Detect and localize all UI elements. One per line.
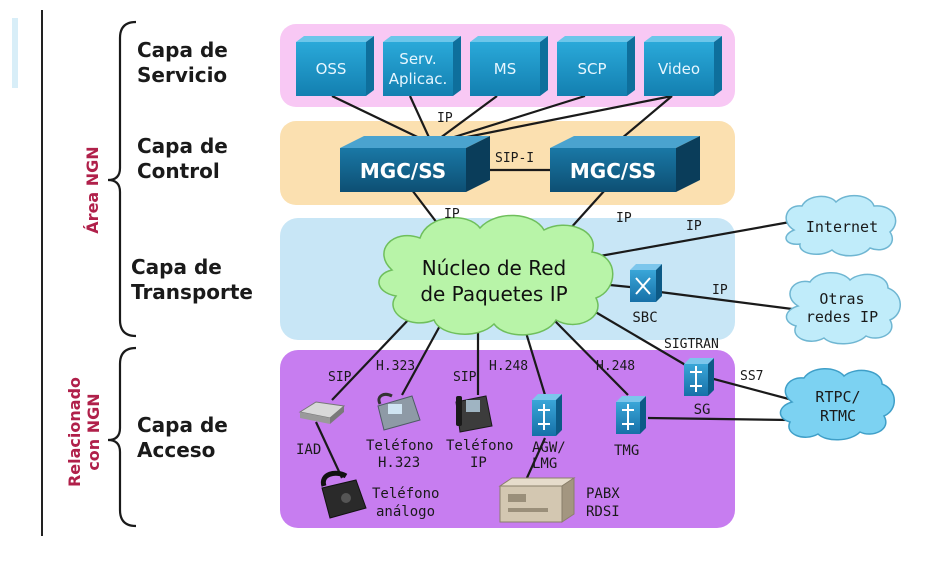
svg-text:SCP: SCP: [577, 60, 606, 78]
svg-text:Relacionado: Relacionado: [65, 377, 84, 487]
protocol-label-ip-control-right: IP: [616, 211, 632, 226]
tmg-gateway-icon[interactable]: TMG: [614, 396, 646, 459]
svg-text:Serv.: Serv.: [399, 50, 436, 68]
ngn-area-brace: [107, 20, 137, 338]
layer-label-access: Capa de Acceso: [137, 413, 228, 462]
svg-text:MS: MS: [494, 60, 516, 78]
service-box-ms[interactable]: MS: [470, 36, 548, 96]
svg-text:LMG: LMG: [532, 456, 557, 472]
access-layer-band: [280, 350, 735, 528]
svg-text:Núcleo de Red: Núcleo de Red: [422, 256, 566, 280]
svg-text:Servicio: Servicio: [137, 63, 227, 87]
svg-text:Capa de: Capa de: [131, 255, 222, 279]
svg-text:Teléfono: Teléfono: [446, 438, 513, 454]
pstn-plmn-cloud: RTPC/ RTMC: [779, 368, 895, 441]
svg-text:Teléfono: Teléfono: [372, 486, 439, 502]
mgc-softswitch-right[interactable]: MGC/SS: [550, 136, 700, 192]
protocol-label-sip-i: SIP-I: [495, 151, 534, 166]
ip-phone-icon[interactable]: Teléfono IP: [446, 395, 513, 471]
svg-text:Control: Control: [137, 159, 220, 183]
svg-text:TMG: TMG: [614, 443, 639, 459]
protocol-label-sigtran: SIGTRAN: [664, 337, 719, 352]
agw-gateway-icon[interactable]: AGW/ LMG: [532, 394, 566, 472]
protocol-label-sip-iad: SIP: [328, 370, 352, 385]
svg-text:SBC: SBC: [632, 310, 657, 326]
svg-text:OSS: OSS: [316, 60, 347, 78]
protocol-label-sip-ip-phone: SIP: [453, 370, 477, 385]
svg-text:IP: IP: [470, 455, 487, 471]
svg-text:RTPC/: RTPC/: [815, 388, 860, 406]
iad-device-icon[interactable]: IAD: [296, 401, 346, 458]
protocol-label-h323: H.323: [376, 359, 415, 374]
svg-text:con NGN: con NGN: [84, 393, 103, 470]
h323-phone-icon[interactable]: Teléfono H.323: [366, 392, 433, 471]
service-box-app-servers[interactable]: Serv. Aplicac.: [383, 36, 461, 96]
protocol-label-ip-service: IP: [437, 111, 453, 126]
svg-text:Internet: Internet: [806, 218, 878, 236]
ngn-related-brace: [107, 346, 137, 528]
svg-text:Capa de: Capa de: [137, 134, 228, 158]
service-box-scp[interactable]: SCP: [557, 36, 635, 96]
svg-text:RTMC: RTMC: [820, 407, 856, 425]
svg-text:análogo: análogo: [376, 504, 435, 520]
protocol-label-ip-control-left: IP: [444, 207, 460, 222]
protocol-label-ss7: SS7: [740, 369, 763, 384]
svg-text:Aplicac.: Aplicac.: [389, 70, 448, 88]
svg-text:RDSI: RDSI: [586, 504, 620, 520]
svg-text:Área NGN: Área NGN: [83, 146, 102, 233]
svg-text:Teléfono: Teléfono: [366, 438, 433, 454]
svg-text:PABX: PABX: [586, 486, 620, 502]
service-box-oss[interactable]: OSS: [296, 36, 374, 96]
svg-text:MGC/SS: MGC/SS: [570, 159, 656, 183]
svg-text:Acceso: Acceso: [137, 438, 215, 462]
side-label-ngn-area: Área NGN: [83, 146, 102, 233]
side-label-ngn-related: Relacionado con NGN: [65, 377, 103, 487]
pabx-isdn-icon[interactable]: PABX RDSI: [498, 477, 620, 523]
sbc-router-icon[interactable]: SBC: [630, 264, 662, 326]
svg-text:MGC/SS: MGC/SS: [360, 159, 446, 183]
left-edge-accent: [12, 18, 18, 88]
svg-text:Capa de: Capa de: [137, 413, 228, 437]
svg-text:H.323: H.323: [378, 455, 420, 471]
internet-cloud: Internet: [785, 194, 897, 257]
mgc-softswitch-left[interactable]: MGC/SS: [340, 136, 490, 192]
sg-signaling-gateway-icon[interactable]: SG: [684, 358, 714, 418]
layer-label-transport: Capa de Transporte: [131, 255, 253, 304]
svg-text:de Paquetes IP: de Paquetes IP: [420, 282, 567, 306]
protocol-label-h248-agw: H.248: [489, 359, 528, 374]
protocol-label-h248-tmg: H.248: [596, 359, 635, 374]
svg-text:Video: Video: [658, 60, 700, 78]
svg-text:Transporte: Transporte: [131, 280, 253, 304]
layer-label-control: Capa de Control: [137, 134, 228, 183]
analog-phone-icon[interactable]: Teléfono análogo: [320, 470, 439, 520]
layer-label-service: Capa de Servicio: [137, 38, 228, 87]
svg-text:Otras: Otras: [819, 290, 864, 308]
svg-text:AGW/: AGW/: [532, 440, 566, 456]
protocol-label-ip-internet: IP: [686, 219, 702, 234]
ip-packet-core-cloud: Núcleo de Red de Paquetes IP: [378, 214, 614, 336]
svg-text:IAD: IAD: [296, 442, 321, 458]
service-box-video[interactable]: Video: [644, 36, 722, 96]
svg-text:Capa de: Capa de: [137, 38, 228, 62]
protocol-label-ip-other: IP: [712, 283, 728, 298]
svg-text:redes IP: redes IP: [806, 308, 878, 326]
svg-text:SG: SG: [694, 402, 711, 418]
other-ip-networks-cloud: Otras redes IP: [785, 272, 901, 345]
